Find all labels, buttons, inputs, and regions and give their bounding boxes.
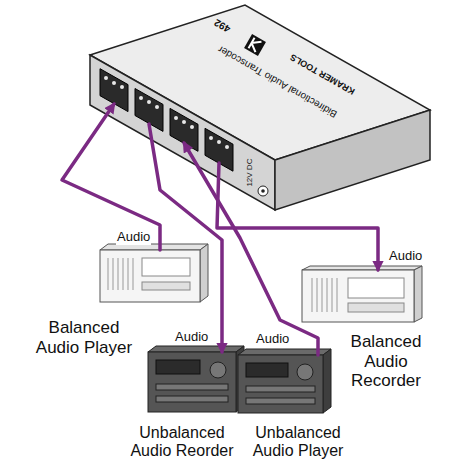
- grille-line: [337, 278, 338, 312]
- screw: [209, 136, 213, 140]
- screw: [120, 85, 124, 89]
- grille-line: [317, 278, 318, 312]
- port-label: Audio: [388, 249, 423, 264]
- screw: [139, 96, 143, 100]
- screw: [225, 145, 229, 149]
- slot: [156, 384, 228, 390]
- balanced-recorder: AudioBalanced Audio Recorder: [302, 270, 414, 322]
- speaker-grille: [312, 278, 337, 312]
- grille-line: [128, 258, 129, 290]
- unbalanced-player: AudioUnbalanced Audio Player: [238, 355, 323, 413]
- grille-line: [118, 258, 119, 290]
- unbalanced-reorder-body: [148, 352, 236, 412]
- model-number: 492: [212, 17, 232, 35]
- power-jack-pin: [261, 189, 265, 193]
- housing-front: [90, 55, 275, 210]
- product-name: Bidirectional Audio Transcoder: [215, 43, 338, 120]
- power-jack: [258, 186, 268, 196]
- grille-line: [332, 278, 333, 312]
- transcoder-unit: 492KRAMER TOOLSBidirectional Audio Trans…: [88, 3, 432, 213]
- grille-line: [108, 258, 109, 290]
- audio-cable: [62, 104, 160, 250]
- device-top: [302, 266, 422, 270]
- logo: [244, 34, 266, 56]
- balanced-player-body: [100, 250, 200, 302]
- grille-line: [327, 278, 328, 312]
- balanced-recorder-body: [302, 270, 414, 322]
- device-side: [414, 266, 422, 322]
- device-side: [200, 244, 208, 302]
- screw: [112, 81, 116, 85]
- grille-line: [113, 258, 114, 290]
- balanced-player: AudioBalanced Audio Player: [100, 250, 200, 302]
- screw: [104, 76, 108, 80]
- screw: [147, 100, 151, 104]
- unbalanced-player-body: [238, 355, 323, 413]
- device-name: Balanced Audio Player: [30, 318, 138, 357]
- screw: [155, 105, 159, 109]
- slot: [156, 396, 228, 402]
- audio-cable: [149, 124, 222, 352]
- button-row: [348, 303, 404, 312]
- grille-line: [123, 258, 124, 290]
- port-label: Audio: [255, 332, 290, 347]
- grille-line: [312, 278, 313, 312]
- unbalanced-recorder: AudioUnbalanced Audio Reorder: [148, 352, 236, 412]
- logo-square: [244, 34, 266, 56]
- audio-cable: [217, 163, 378, 270]
- device-name: Balanced Audio Recorder: [345, 332, 427, 391]
- housing-side: [275, 110, 430, 210]
- speaker-grille: [108, 258, 133, 290]
- slot: [246, 398, 315, 404]
- screw: [217, 140, 221, 144]
- grille-line: [322, 278, 323, 312]
- screw: [190, 125, 194, 129]
- slot: [246, 386, 315, 392]
- terminal-screws: [104, 76, 229, 149]
- port-label: Audio: [174, 330, 209, 345]
- device-side: [323, 349, 331, 413]
- logo-mark: [249, 38, 262, 52]
- knob: [210, 362, 226, 378]
- display-window: [246, 363, 288, 377]
- knob: [297, 364, 313, 380]
- screw: [182, 120, 186, 124]
- button-row: [142, 282, 190, 290]
- screw: [174, 116, 178, 120]
- display-window: [156, 360, 200, 374]
- cassette-door: [348, 278, 404, 298]
- device-top: [148, 346, 244, 352]
- grille-line: [133, 258, 134, 290]
- cassette-door: [142, 258, 190, 276]
- device-name: Unbalanced Audio Reorder: [122, 424, 242, 461]
- port-label: Audio: [116, 230, 151, 245]
- power-label: 12V DC: [245, 158, 254, 186]
- audio-cable: [184, 143, 318, 355]
- device-name: Unbalanced Audio Player: [246, 424, 350, 461]
